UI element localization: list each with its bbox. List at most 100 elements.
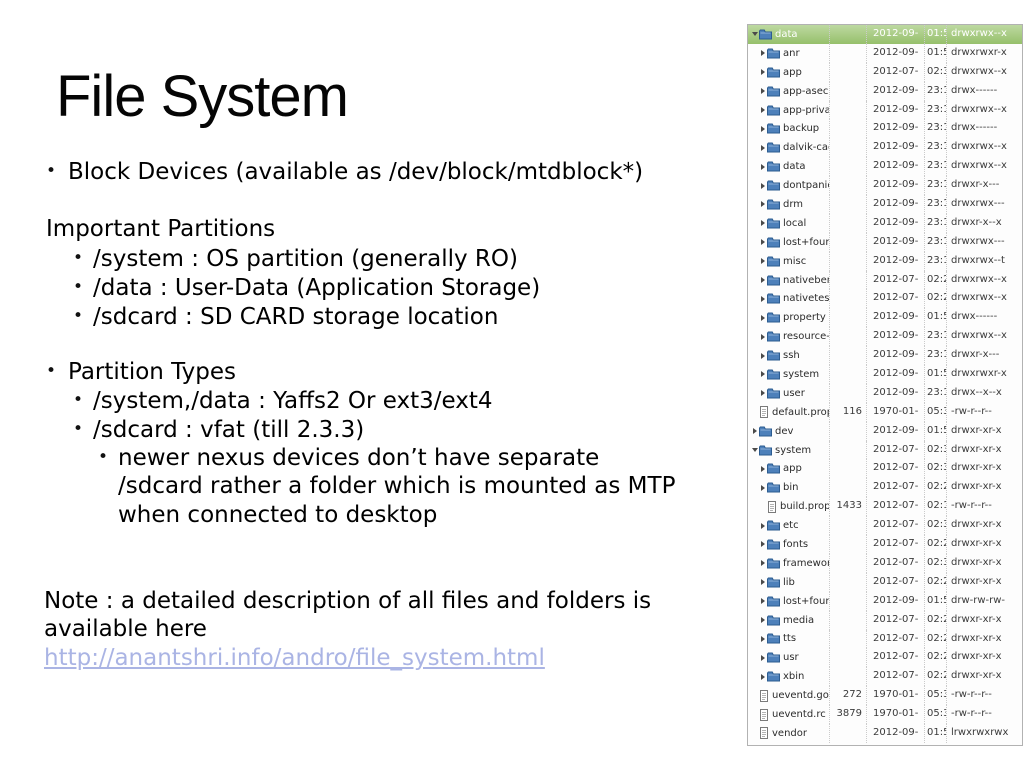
expand-icon[interactable]: [758, 314, 767, 321]
expand-icon[interactable]: [758, 182, 767, 189]
tree-row[interactable]: app-private2012-09-2023:16drwxrwx--x: [748, 100, 1022, 120]
expand-icon[interactable]: [758, 617, 767, 624]
cell-date: 2012-07-14: [867, 270, 925, 290]
expand-icon[interactable]: [758, 371, 767, 378]
expand-icon[interactable]: [758, 465, 767, 472]
tree-row[interactable]: ueventd.gold2721970-01-0105:30-rw-r--r--: [748, 686, 1022, 706]
expand-icon[interactable]: [758, 201, 767, 208]
cell-permissions: drwxrwx--x: [951, 103, 1007, 115]
expand-icon[interactable]: [758, 579, 767, 586]
expand-icon[interactable]: [758, 635, 767, 642]
cell-size: [830, 478, 867, 498]
cell-size: [830, 251, 867, 271]
cell-date: 2012-07-14: [867, 62, 925, 82]
expand-icon[interactable]: [758, 390, 767, 397]
cell-name: lib: [748, 572, 830, 592]
expand-icon[interactable]: [758, 239, 767, 246]
cell-time: 02:26: [925, 270, 947, 290]
cell-name: app: [748, 459, 830, 479]
expand-icon[interactable]: [758, 598, 767, 605]
expand-icon[interactable]: [758, 484, 767, 491]
tree-row[interactable]: dalvik-cach2012-09-2023:16drwxrwx--x: [748, 138, 1022, 158]
cell-permissions: drwxr-xr-x: [951, 462, 1002, 474]
entry-name: data: [775, 28, 798, 40]
expand-icon[interactable]: [758, 107, 767, 113]
cell-name: default.prop: [748, 402, 830, 422]
cell-name: drm: [748, 195, 830, 214]
expand-icon[interactable]: [758, 50, 767, 57]
expand-icon[interactable]: [758, 125, 767, 132]
cell-date: 2012-09-20: [867, 346, 925, 366]
expand-icon[interactable]: [758, 673, 767, 680]
expand-icon[interactable]: [758, 163, 767, 170]
expand-icon[interactable]: [758, 69, 767, 76]
tree-row[interactable]: framework2012-07-1402:30drwxr-xr-x: [748, 553, 1022, 573]
expand-icon[interactable]: [758, 522, 767, 529]
expand-icon[interactable]: [758, 144, 767, 151]
entry-name: tts: [783, 633, 797, 645]
cell-name: nativetest: [748, 289, 830, 309]
tree-row[interactable]: lost+found2012-09-2101:52drw-rw-rw-: [748, 591, 1022, 611]
expand-icon[interactable]: [758, 352, 767, 359]
entry-name: usr: [783, 652, 799, 664]
entry-name: dev: [775, 425, 794, 437]
expand-icon[interactable]: [758, 88, 767, 95]
tree-row[interactable]: nativebench2012-07-1402:26drwxrwx--x: [748, 270, 1022, 290]
cell-size: [830, 327, 867, 347]
collapse-icon[interactable]: [750, 32, 759, 37]
entry-name: lib: [783, 576, 795, 588]
expand-icon[interactable]: [758, 277, 767, 284]
expand-icon[interactable]: [758, 560, 767, 567]
cell-size: [830, 289, 867, 309]
expand-icon[interactable]: [758, 220, 767, 227]
file-system-link[interactable]: http://anantshri.info/andro/file_system.…: [44, 645, 545, 671]
expand-icon[interactable]: [758, 295, 767, 302]
expand-icon[interactable]: [758, 258, 767, 265]
cell-time: 23:16: [925, 383, 947, 403]
cell-size: [830, 81, 867, 101]
cell-date: 2012-07-14: [867, 648, 925, 668]
expand-icon[interactable]: [750, 428, 759, 435]
section-heading: Important Partitions: [46, 216, 276, 242]
expand-icon[interactable]: [758, 654, 767, 661]
cell-date: 2012-07-14: [867, 629, 925, 649]
folder-icon: [767, 388, 780, 399]
expand-icon[interactable]: [758, 541, 767, 548]
collapse-icon[interactable]: [750, 448, 759, 453]
tree-row[interactable]: lost+found2012-09-2023:16drwxrwx---: [748, 232, 1022, 252]
cell-size: [830, 365, 867, 384]
note-text: Note : a detailed description of all fil…: [44, 588, 652, 614]
expand-icon[interactable]: [758, 333, 767, 340]
